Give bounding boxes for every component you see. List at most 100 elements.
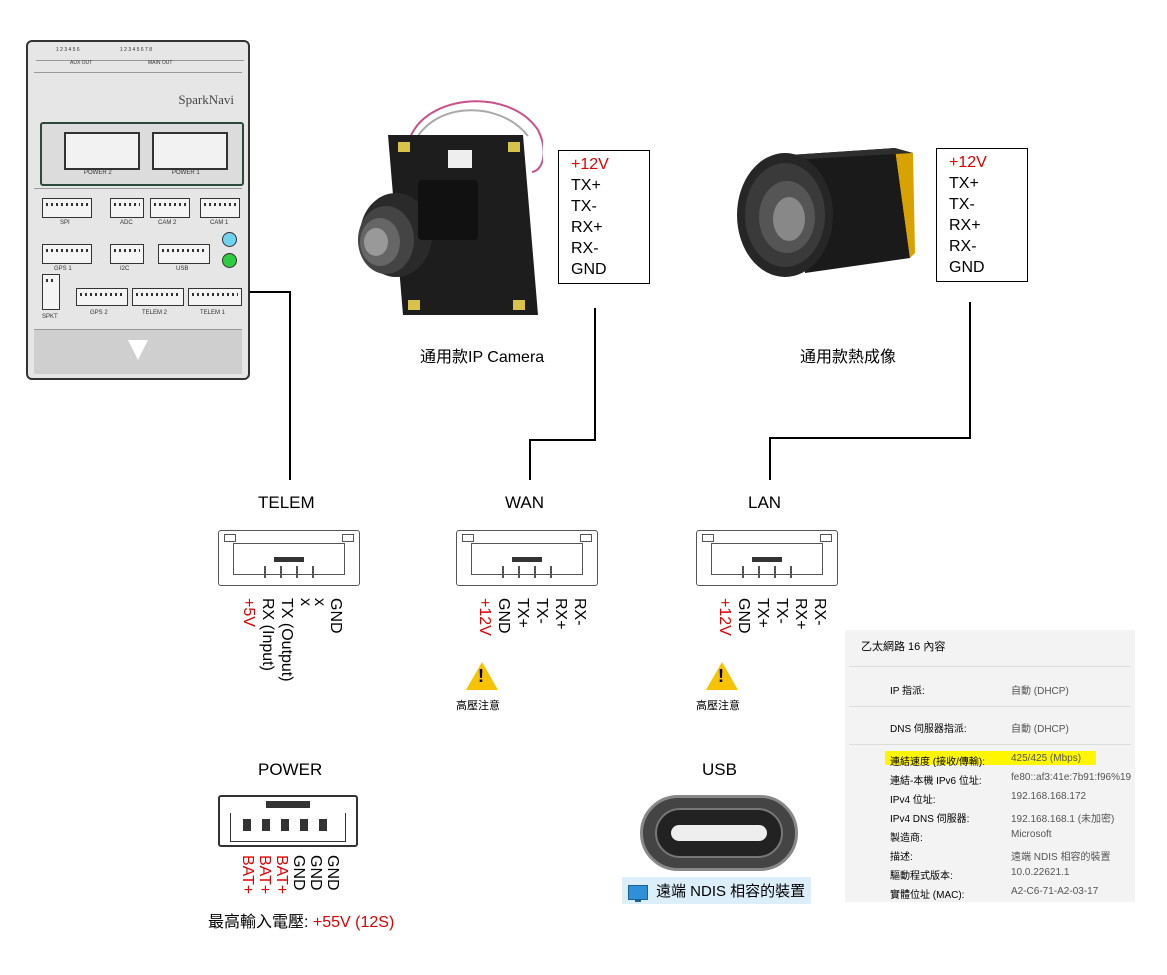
prop-value: 425/425 (Mbps): [1011, 753, 1082, 764]
max-voltage-value: +55V (12S): [312, 914, 395, 931]
warning-icon: [466, 662, 498, 690]
ip-camera-image: [358, 100, 543, 315]
status-led-blue: [222, 232, 237, 247]
power-connector-panel: POWER 2 POWER 1: [40, 122, 244, 186]
wan-title: WAN: [505, 493, 545, 512]
prop-key: 連結-本機 IPv6 位址:: [890, 776, 982, 787]
prop-value: Microsoft: [1011, 829, 1052, 840]
warning-bang: !: [718, 666, 724, 686]
prop-value: 自動 (DHCP): [1011, 686, 1069, 697]
adc-port: [110, 198, 144, 218]
power-pin-4: GND: [290, 855, 307, 891]
gps2-label: GPS 2: [90, 310, 108, 316]
power1-label: POWER 1: [172, 170, 200, 176]
wan-pin-3: TX+: [514, 598, 531, 628]
usb-port-fc: [158, 244, 210, 264]
wan-pin-4: TX-: [533, 598, 550, 624]
thermal-camera-image: [737, 148, 915, 277]
thermal-camera-pinout: +12V TX+ TX- RX+ RX- GND: [936, 148, 1028, 282]
ndis-device-text: 遠端 NDIS 相容的裝置: [656, 883, 806, 900]
usb-label: USB: [176, 266, 189, 272]
gps1-port: [42, 244, 92, 264]
telem1-label: TELEM 1: [200, 310, 226, 316]
ndis-device-label: 遠端 NDIS 相容的裝置: [622, 877, 812, 904]
spi-label: SPI: [60, 220, 70, 226]
max-voltage-note: 最高輸入電壓: +55V (12S): [208, 908, 394, 932]
warning-bang: !: [478, 666, 484, 686]
wan-pin-2: GND: [495, 598, 512, 634]
power-connector: [218, 795, 358, 847]
lan-pin-2: GND: [735, 598, 752, 634]
prop-key: 連結速度 (接收/傳輸):: [890, 757, 985, 768]
lan-title: LAN: [748, 493, 782, 512]
brand-logo: SparkNavi: [178, 92, 234, 107]
pin-label: RX-: [571, 240, 599, 257]
fc-bottom-cover: [34, 329, 242, 374]
wan-wire: [529, 308, 596, 480]
gps2-port: [76, 288, 128, 306]
lan-pin-5: RX+: [792, 598, 809, 630]
power-pin-2: BAT+: [256, 855, 273, 895]
power2-label: POWER 2: [84, 170, 112, 176]
cam1-label: CAM 1: [210, 220, 229, 226]
pin-label: GND: [949, 259, 985, 276]
lan-wire: [769, 302, 971, 480]
prop-key: 製造商:: [890, 833, 923, 844]
power1-connector: [152, 132, 228, 170]
wan-pin-5: RX+: [552, 598, 569, 630]
lan-pin-1: +12V: [716, 598, 733, 636]
max-voltage-label: 最高輸入電壓:: [208, 914, 313, 931]
pin-label: TX-: [949, 196, 975, 213]
pin-label: RX+: [949, 217, 981, 234]
pin-label: TX-: [571, 198, 597, 215]
wan-warning-text: 高壓注意: [456, 700, 500, 712]
cam2-port: [150, 198, 190, 218]
power-pin-5: GND: [307, 855, 324, 891]
aux-pin-numbers: 1 2 3 4 5 6: [56, 47, 80, 53]
prop-value: 10.0.22621.1: [1011, 867, 1070, 878]
ip-camera-pinout: +12V TX+ TX- RX+ RX- GND: [558, 150, 650, 284]
prop-key: IPv4 DNS 伺服器:: [890, 814, 970, 825]
prop-key: 描述:: [890, 852, 913, 863]
prop-value: fe80::af3:41e:7b91:f96%19: [1011, 772, 1132, 783]
main-out-label: MAIN OUT: [148, 60, 173, 66]
prop-key: IP 指派:: [890, 686, 925, 697]
wan-pin-6: RX-: [571, 598, 588, 626]
telem2-port: [132, 288, 184, 306]
wan-pin-1: +12V: [476, 598, 493, 636]
warning-icon: [706, 662, 738, 690]
spi-port: [42, 198, 92, 218]
lan-pin-4: TX-: [773, 598, 790, 624]
main-pin-numbers: 1 2 3 4 5 6 7 8: [120, 47, 152, 53]
prop-value: 192.168.168.1 (未加密): [1011, 814, 1115, 825]
usb-title: USB: [702, 760, 737, 779]
telem-pin-4: x: [297, 598, 314, 606]
power-pin-1: BAT+: [239, 855, 256, 895]
prop-value: 192.168.168.172: [1011, 791, 1087, 802]
telem1-port: [188, 288, 242, 306]
lan-pin-3: TX+: [754, 598, 771, 628]
prop-key: 實體位址 (MAC):: [890, 890, 965, 901]
thermal-camera-caption: 通用款熱成像: [800, 349, 897, 366]
ip-camera-caption: 通用款IP Camera: [420, 349, 545, 366]
telem-pin-3: TX (Output): [278, 598, 295, 682]
gps1-label: GPS 1: [54, 266, 72, 272]
status-led-green: [222, 253, 237, 268]
telem2-label: TELEM 2: [142, 310, 168, 316]
telem-connector: [218, 530, 360, 586]
wan-connector: [456, 530, 598, 586]
pin-label: +12V: [949, 154, 987, 171]
prop-key: DNS 伺服器指派:: [890, 724, 967, 735]
usb-c-connector: [640, 795, 798, 871]
prop-key: 驅動程式版本:: [890, 871, 953, 882]
prop-value: 自動 (DHCP): [1011, 724, 1069, 735]
telem-wire: [240, 291, 291, 480]
telem-pin-5: x: [311, 598, 328, 606]
prop-value: A2-C6-71-A2-03-17: [1011, 886, 1099, 897]
spkt-label: SPKT: [42, 314, 58, 320]
pin-label: GND: [571, 261, 607, 278]
power-pin-3: BAT+: [273, 855, 290, 895]
i2c-label: I2C: [120, 266, 130, 272]
pin-label: TX+: [571, 177, 601, 194]
prop-value: 遠端 NDIS 相容的裝置: [1011, 852, 1111, 863]
